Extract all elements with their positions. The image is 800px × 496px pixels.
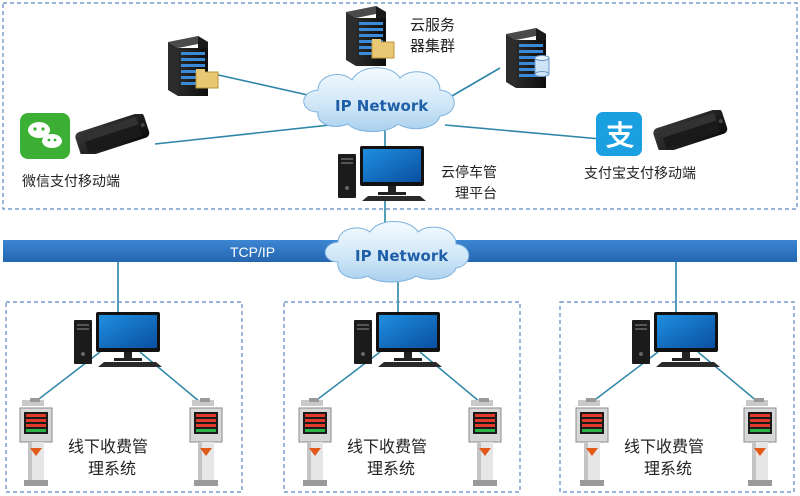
- site-label-line1: 线下收费管: [624, 437, 704, 456]
- alipay-logo-text: 支: [606, 119, 634, 152]
- server-cluster-label-line1: 云服务: [410, 16, 455, 34]
- parking-pillar-left-icon: [19, 398, 53, 487]
- alipay-label: 支付宝支付移动端: [584, 166, 696, 182]
- folder-icon: [371, 39, 395, 59]
- folder-icon: [195, 69, 219, 89]
- link-alipay: [444, 124, 613, 141]
- alipay-icon: [596, 112, 642, 156]
- bus-label: TCP/IP: [230, 244, 275, 260]
- site-label-line2: 理系统: [88, 459, 136, 478]
- parking-pillar-left-icon: [575, 398, 609, 487]
- site-3: 线下收费管 理系统: [559, 301, 795, 493]
- wechat-mobile: 微信支付移动端: [20, 113, 151, 190]
- site-label-line1: 线下收费管: [347, 437, 427, 456]
- site-border: [5, 301, 243, 493]
- parking-pillar-right-icon: [189, 398, 223, 487]
- phone-icon: [652, 110, 729, 150]
- desktop-computer-icon: [338, 146, 426, 201]
- site-2: 线下收费管 理系统: [283, 301, 521, 493]
- cloud-parking-platform: 云停车管 理平台: [338, 146, 497, 202]
- parking-pillar-right-icon: [743, 398, 777, 487]
- parking-pillar-left-icon: [298, 398, 332, 487]
- link-server-right: [444, 67, 501, 101]
- site-label-line2: 理系统: [367, 459, 415, 478]
- alipay-mobile: 支 支付宝支付移动端: [584, 110, 729, 182]
- link-wechat: [154, 124, 331, 145]
- phone-icon: [74, 114, 151, 154]
- database-icon: [534, 55, 550, 77]
- wechat-label: 微信支付移动端: [22, 174, 120, 190]
- platform-label-line1: 云停车管: [441, 164, 497, 181]
- cloud-bus-label: IP Network: [355, 247, 449, 265]
- platform-label-line2: 理平台: [455, 186, 497, 202]
- server-cluster: 云服务 器集群: [168, 6, 550, 96]
- site-label-line1: 线下收费管: [68, 437, 148, 456]
- site-border: [559, 301, 795, 493]
- cloud-top-label: IP Network: [335, 97, 429, 115]
- server-cluster-label-line2: 器集群: [410, 37, 455, 55]
- site-1: 线下收费管 理系统: [5, 301, 243, 493]
- cloud-bus: IP Network: [324, 221, 470, 283]
- cloud-region-border: [2, 2, 798, 210]
- parking-pillar-right-icon: [468, 398, 502, 487]
- site-label-line2: 理系统: [644, 459, 692, 478]
- cloud-top: IP Network: [303, 67, 455, 132]
- site-border: [283, 301, 521, 493]
- wechat-bubbles: [28, 122, 62, 148]
